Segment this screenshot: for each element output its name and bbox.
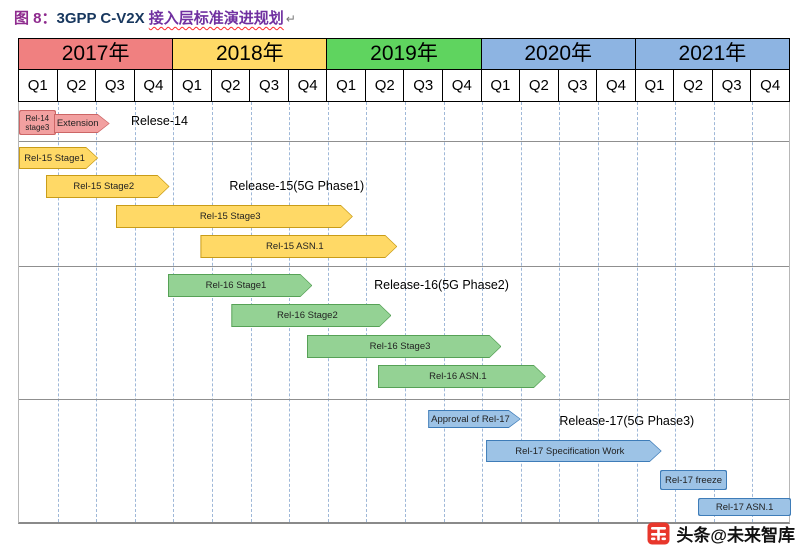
gantt-bar-label: Rel-17 ASN.1 <box>699 499 790 515</box>
grid-vline <box>482 102 484 522</box>
quarter-header-cell: Q4 <box>135 70 174 101</box>
grid-vline <box>675 102 677 522</box>
gantt-bar: Approval of Rel-17 <box>428 410 521 428</box>
grid-vline <box>520 102 522 522</box>
quarter-header-cell: Q2 <box>674 70 713 101</box>
quarter-header-cell: Q2 <box>58 70 97 101</box>
gantt-bar-label: Rel-17 Specification Work <box>487 441 661 461</box>
gantt-bar-label: Extension <box>55 115 109 132</box>
grid-vline <box>173 102 175 522</box>
gantt-bar: Rel-16 Stage1 <box>168 274 313 297</box>
quarter-header-cell: Q2 <box>366 70 405 101</box>
gantt-bar-label: Rel-15 Stage3 <box>117 206 352 227</box>
gantt-bar-label: Rel-16 Stage1 <box>169 275 312 296</box>
figure-title: 图 8：3GPP C-V2X 接入层标准演进规划↵ <box>14 7 296 28</box>
year-header-cell: 2020年 <box>481 39 636 69</box>
grid-vline <box>752 102 754 522</box>
quarter-header-cell: Q3 <box>250 70 289 101</box>
quarter-header-cell: Q1 <box>482 70 521 101</box>
quarter-header-cell: Q4 <box>443 70 482 101</box>
gantt-bar: Rel-16 Stage3 <box>307 335 502 358</box>
quarter-header-cell: Q3 <box>96 70 135 101</box>
figure-title-main: 3GPP C-V2X <box>56 10 149 27</box>
watermark-text: 头条@未来智库 <box>676 526 795 545</box>
quarter-header-cell: Q2 <box>520 70 559 101</box>
gantt-bar: Rel-15 Stage1 <box>19 147 98 169</box>
gantt-bar-label: Rel-15 Stage2 <box>47 176 169 197</box>
paragraph-return-mark: ↵ <box>285 12 296 26</box>
gantt-bar: Rel-15 Stage2 <box>46 175 170 198</box>
toutiao-logo-icon <box>647 522 670 545</box>
quarter-header-cell: Q1 <box>327 70 366 101</box>
section-divider <box>19 399 789 400</box>
grid-vline <box>559 102 561 522</box>
grid-vline <box>134 102 136 522</box>
figure-title-suffix: 接入层标准演进规划 <box>148 10 284 27</box>
gantt-bar-label: Rel-15 Stage1 <box>20 148 97 168</box>
year-header-cell: 2017年 <box>19 39 174 69</box>
gantt-bar: Rel-17 freeze <box>659 470 728 490</box>
gantt-bar: Rel-16 Stage2 <box>231 304 391 327</box>
gantt-bar-label: Rel-15 ASN.1 <box>201 236 396 257</box>
release-annotation: Relese-14 <box>130 114 188 128</box>
quarter-header-cell: Q1 <box>173 70 212 101</box>
gantt-bar: Rel-15 ASN.1 <box>200 235 397 258</box>
gantt-bar: Rel-17 Specification Work <box>486 440 662 462</box>
quarter-header-cell: Q2 <box>212 70 251 101</box>
grid-vline <box>713 102 715 522</box>
quarter-header-cell: Q1 <box>19 70 58 101</box>
gantt-bar-label: Rel-16 ASN.1 <box>379 366 545 387</box>
quarter-header-cell: Q4 <box>597 70 636 101</box>
grid-vline <box>57 102 59 522</box>
quarter-header-cell: Q3 <box>713 70 752 101</box>
section-divider <box>19 141 789 142</box>
gantt-bar: Extension <box>54 114 110 133</box>
year-header-cell: 2021年 <box>635 39 790 69</box>
gantt-bar-label: Rel-16 Stage2 <box>232 305 390 326</box>
gantt-bar: Rel-14 stage3 <box>19 110 56 135</box>
watermark: 头条@未来智库 <box>647 521 795 546</box>
quarter-header-cell: Q4 <box>760 77 781 94</box>
year-header-cell: 2018年 <box>173 39 328 69</box>
grid-vline <box>598 102 599 522</box>
release-annotation: Release-17(5G Phase3) <box>559 414 695 428</box>
grid-vline <box>443 102 445 522</box>
figure-number-label: 图 8： <box>14 10 57 27</box>
gantt-bar-label: Rel-14 stage3 <box>20 111 55 134</box>
quarter-header-cell: Q3 <box>559 70 598 101</box>
quarter-header-cell: Q3 <box>404 70 444 101</box>
year-header-cell: 2019年 <box>327 39 482 69</box>
quarter-header-cell: Q1 <box>636 70 675 101</box>
grid-vline <box>96 102 98 522</box>
grid-vline <box>405 102 406 522</box>
gantt-bar: Rel-15 Stage3 <box>116 205 353 228</box>
release-annotation: Release-15(5G Phase1) <box>229 179 365 193</box>
gantt-bar-label: Rel-16 Stage3 <box>308 336 501 357</box>
release-annotation: Release-16(5G Phase2) <box>374 278 509 292</box>
quarter-header-cell: Q4 <box>289 70 328 101</box>
gantt-bar: Rel-16 ASN.1 <box>378 365 546 388</box>
gantt-bar: Rel-17 ASN.1 <box>698 498 791 516</box>
section-divider <box>19 266 789 267</box>
grid-vline <box>212 102 213 522</box>
gantt-bar-label: Rel-17 freeze <box>660 471 727 489</box>
gantt-bar-label: Approval of Rel-17 <box>429 411 520 427</box>
grid-vline <box>636 102 638 522</box>
